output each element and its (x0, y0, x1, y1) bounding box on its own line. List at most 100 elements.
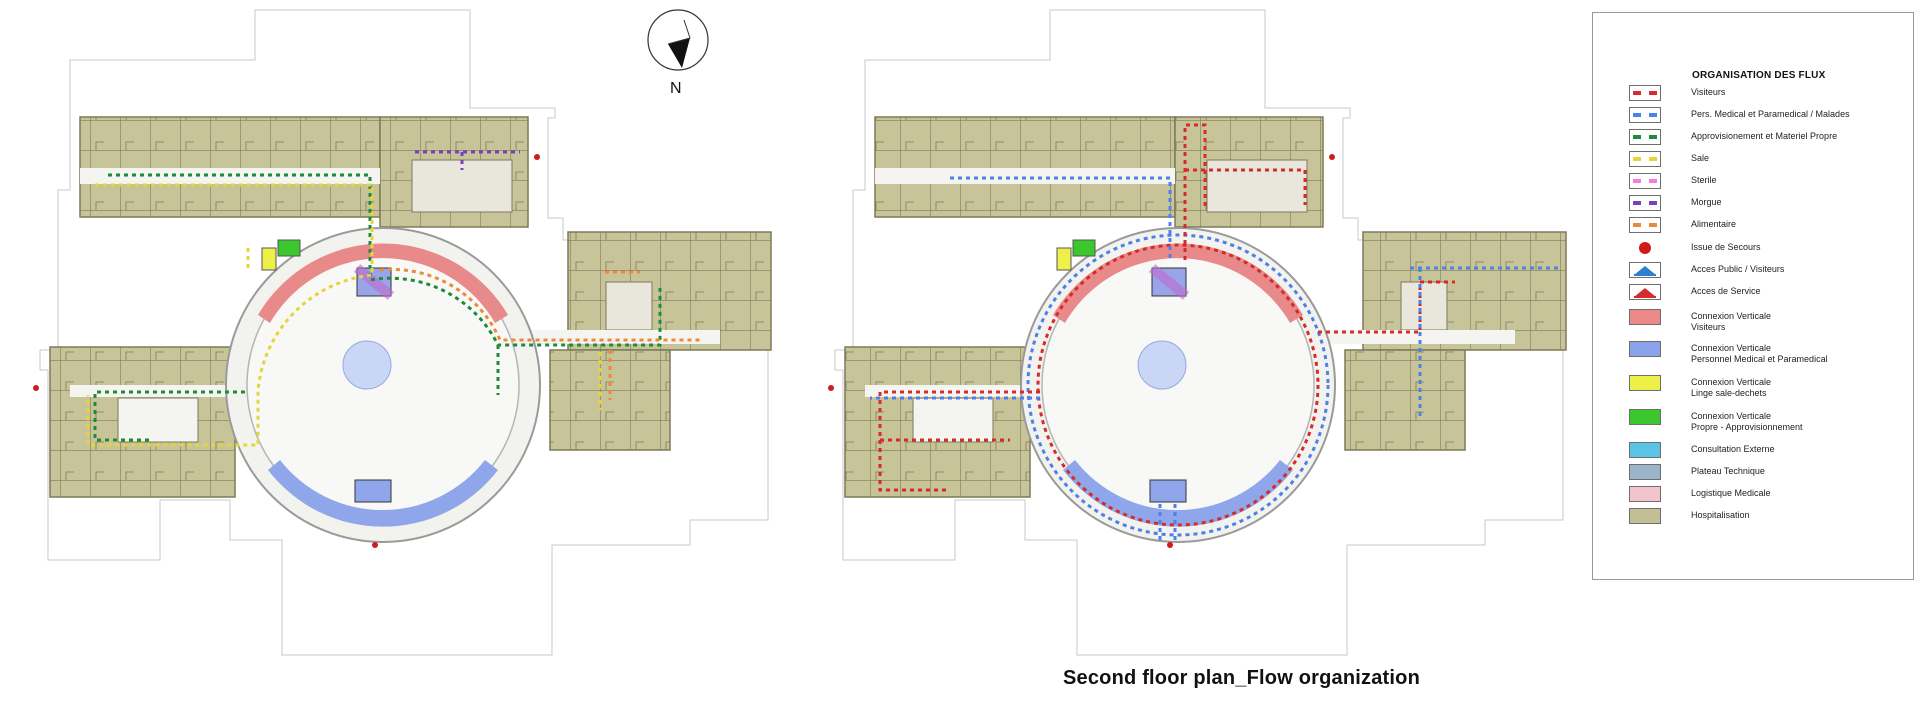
red-fill-swatch-icon (1629, 309, 1661, 325)
link-green (1072, 239, 1096, 257)
cyan-fill-swatch-icon (1629, 442, 1661, 458)
legend-title: ORGANISATION DES FLUX (1692, 70, 1826, 81)
flow-blue-ring (1026, 233, 1330, 537)
wing-south-east (1344, 349, 1466, 451)
staff-vertical-connection (268, 460, 498, 527)
yellow-dash-line-icon (1629, 151, 1661, 167)
legend-label: Visiteurs (1691, 87, 1726, 97)
legend-label: Connexion Verticale Linge sale-dechets (1691, 377, 1772, 398)
flow-yellow (86, 183, 602, 447)
elevator-south (354, 479, 392, 503)
legend-item: Pers. Medical et Paramedical / Malades (1629, 107, 1909, 127)
legend-label: Approvisionement et Materiel Propre (1691, 131, 1838, 141)
corridor-west (70, 385, 245, 397)
pink-dash-line-icon (1629, 173, 1661, 189)
legend-label: Pers. Medical et Paramedical / Malades (1691, 109, 1850, 119)
pink-fill-swatch-icon (1629, 486, 1661, 502)
legend-label: Acces de Service (1691, 286, 1761, 296)
visitor-vertical-connection (258, 243, 508, 323)
legend-item: Acces Public / Visiteurs (1629, 262, 1909, 282)
olive-fill-swatch-icon (1629, 508, 1661, 524)
staff-vertical-connection (1063, 460, 1293, 527)
emergency-exit (372, 542, 378, 548)
atrium-pool (342, 340, 392, 390)
court-west (912, 397, 994, 443)
court-east (605, 281, 653, 331)
legend-item: Issue de Secours (1629, 240, 1909, 260)
legend-label: Sale (1691, 153, 1710, 163)
legend-label: Plateau Technique (1691, 466, 1765, 476)
legend-item: Consultation Externe (1629, 442, 1909, 462)
gray-blue-fill-swatch-icon (1629, 464, 1661, 480)
court-west (117, 397, 199, 443)
legend-item: Visiteurs (1629, 85, 1909, 105)
legend-item: Logistique Medicale (1629, 486, 1909, 506)
elevator-north-split (1148, 264, 1190, 300)
legend-item: Connexion Verticale Propre - Approvision… (1629, 409, 1909, 432)
legend-label: Consultation Externe (1691, 444, 1775, 454)
corridor-north (875, 168, 1175, 184)
link-green (277, 239, 301, 257)
sheet-caption: Second floor plan_Flow organization (1063, 667, 1421, 689)
legend-item: Approvisionement et Materiel Propre (1629, 129, 1909, 149)
legend-item: Sale (1629, 151, 1909, 171)
blue-fill-swatch-icon (1629, 341, 1661, 357)
legend-item: Alimentaire (1629, 217, 1909, 237)
green-fill-swatch-icon (1629, 409, 1661, 425)
legend-label: Acces Public / Visiteurs (1691, 264, 1785, 274)
legend-label: Sterile (1691, 175, 1717, 185)
red-arrow-icon (1629, 284, 1661, 300)
legend-item: Connexion Verticale Visiteurs (1629, 309, 1909, 332)
legend-item: Sterile (1629, 173, 1909, 193)
elevator-north-split (353, 264, 395, 300)
legend-label: Connexion Verticale Propre - Approvision… (1691, 411, 1803, 432)
atrium-pool (1137, 340, 1187, 390)
red-dash-line-icon (1629, 85, 1661, 101)
north-arrow-icon (647, 9, 709, 71)
flow-green (93, 173, 662, 442)
orange-dash-line-icon (1629, 217, 1661, 233)
red-dot-icon (1629, 240, 1661, 256)
corridor-west (865, 385, 1040, 397)
yellow-fill-swatch-icon (1629, 375, 1661, 391)
court-north (1206, 159, 1308, 213)
legend-item: Connexion Verticale Personnel Medical et… (1629, 341, 1909, 364)
elevator-south (1149, 479, 1187, 503)
link-yellow (1056, 247, 1072, 271)
emergency-exit (828, 385, 834, 391)
blue-arrow-icon (1629, 262, 1661, 278)
wing-north (79, 116, 381, 218)
legend-label: Logistique Medicale (1691, 488, 1771, 498)
link-yellow (261, 247, 277, 271)
emergency-exit (1167, 542, 1173, 548)
legend-label: Connexion Verticale Visiteurs (1691, 311, 1772, 332)
visitor-vertical-connection (1053, 243, 1303, 323)
court-north (411, 159, 513, 213)
emergency-exit (534, 154, 540, 160)
legend-item: Acces de Service (1629, 284, 1909, 304)
legend-label: Alimentaire (1691, 219, 1737, 229)
wing-north (874, 116, 1176, 218)
flow-purple (415, 150, 520, 170)
flow-red-ring (1036, 243, 1320, 527)
flow-orange (379, 267, 700, 400)
legend-label: Connexion Verticale Personnel Medical et… (1691, 343, 1828, 364)
emergency-exit (33, 385, 39, 391)
legend-label: Morgue (1691, 197, 1722, 207)
legend-item: Plateau Technique (1629, 464, 1909, 484)
legend-label: Issue de Secours (1691, 242, 1761, 252)
emergency-exit (1329, 154, 1335, 160)
floor-plan-left (33, 9, 772, 656)
legend-item: Morgue (1629, 195, 1909, 215)
purple-dash-line-icon (1629, 195, 1661, 211)
flow-blue (870, 176, 1560, 540)
green-dash-line-icon (1629, 129, 1661, 145)
north-label: N (670, 80, 682, 97)
legend-item: Hospitalisation (1629, 508, 1909, 528)
floor-plan-right (828, 9, 1567, 656)
legend-label: Hospitalisation (1691, 510, 1750, 520)
legend-item: Connexion Verticale Linge sale-dechets (1629, 375, 1909, 398)
